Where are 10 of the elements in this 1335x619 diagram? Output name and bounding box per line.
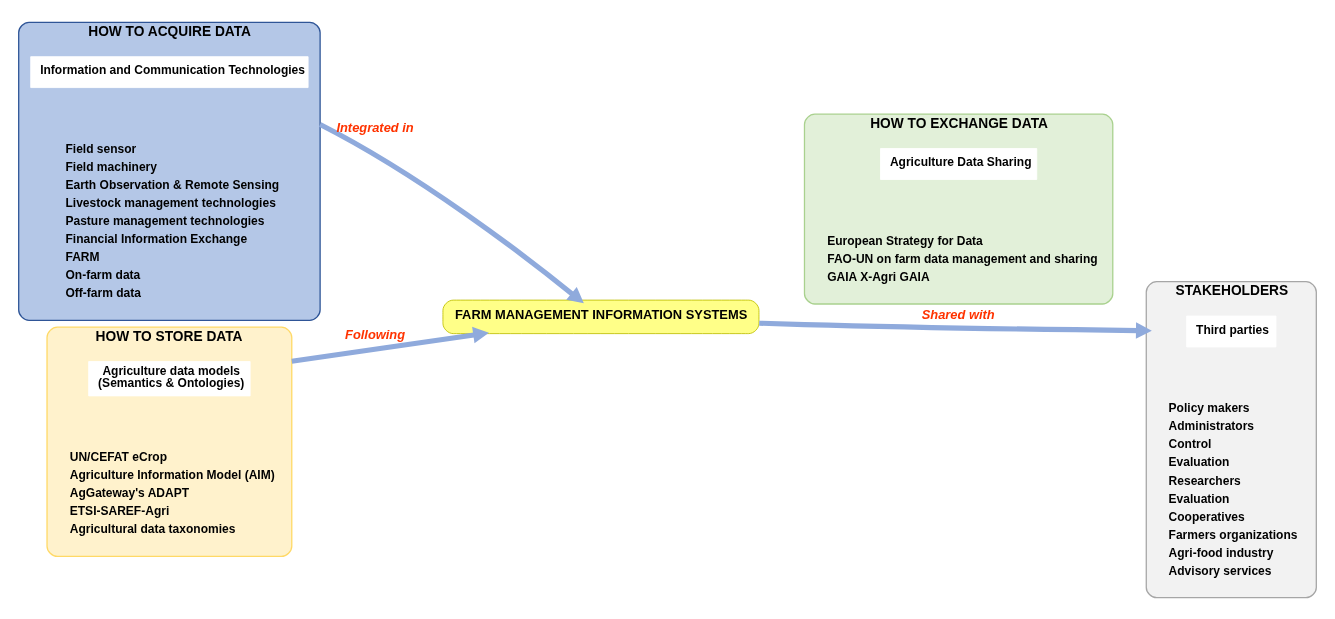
arrow (291, 326, 489, 364)
node-box: Agriculture data models (Semantics & Ontologies) (88, 360, 251, 396)
node-box: FARM MANAGEMENT INFORMATION SYSTEMS (442, 299, 760, 334)
arrow (759, 320, 1152, 339)
edge-label: Shared with (921, 306, 995, 322)
node-box: Information and Communication Technologies (30, 55, 309, 88)
edge-label: Following (345, 326, 406, 342)
node-box: Agriculture Data Sharing (880, 147, 1038, 180)
edge-label: Integrated in (336, 119, 414, 135)
arrow (318, 121, 584, 303)
